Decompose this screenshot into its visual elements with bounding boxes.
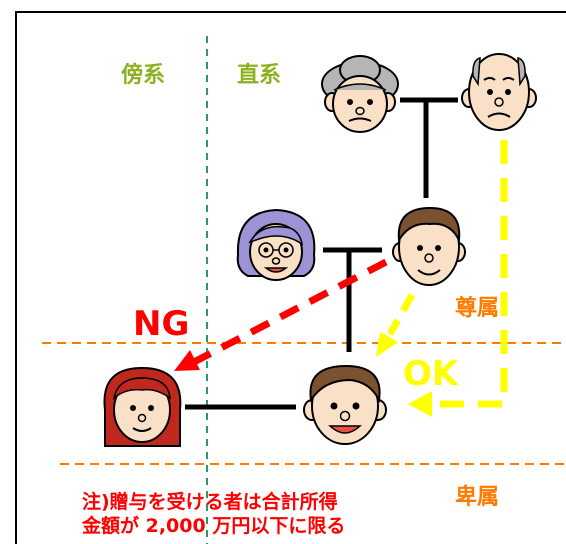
ng-arrow-head [174,350,200,371]
note-line-1: 注)贈与を受ける者は合計所得 [82,490,338,513]
note-line-2: 金額が 2,000 万円以下に限る [81,514,345,537]
elderly-woman-face-icon [321,55,399,133]
ng-arrow [174,258,388,371]
young-man-face-icon [303,364,387,445]
ok-arrow-from-grandfather [408,140,508,417]
ok-arrow-head-grandfather [408,391,432,417]
descendant-label: 卑属 [455,484,499,510]
ok-arrow-from-father [376,293,416,357]
collateral-label: 傍系 [121,62,165,88]
ok-arrow-head-father [376,332,398,357]
family-tree-lines [185,97,458,410]
older-woman-with-glasses-face-icon [236,208,316,281]
direct-label: 直系 [237,62,281,88]
ok-label: OK [403,354,460,394]
ng-label: NG [133,304,189,344]
elderly-man-face-icon [461,53,537,131]
man-face-icon [392,206,466,286]
red-haired-woman-face-icon [103,366,182,447]
ascendant-label: 尊属 [455,295,499,321]
